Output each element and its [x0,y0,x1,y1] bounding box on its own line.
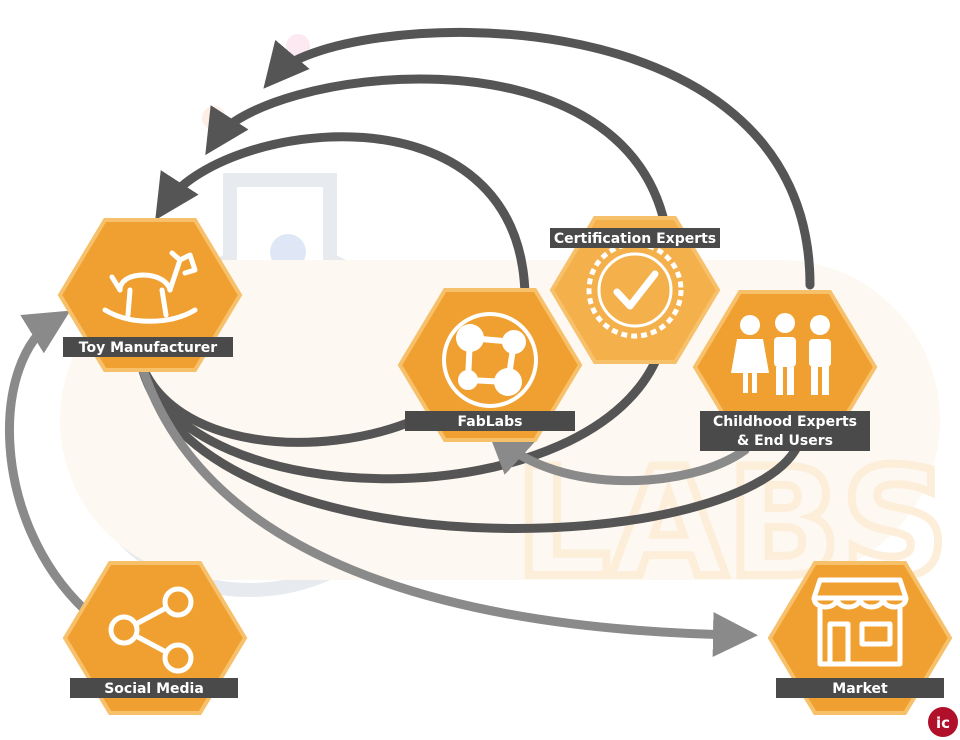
node-label-line2: & End Users [737,433,833,449]
hexagon [549,216,721,364]
hexagon [62,561,248,715]
arrow-childhood-to-toy-outer [263,27,815,290]
label-box [63,337,233,357]
label-box [405,411,575,431]
node-toy-manufacturer[interactable]: Toy Manufacturer [57,218,243,372]
arrow-toy-to-childhood [135,355,805,533]
node-social-media[interactable]: Social Media [62,561,248,715]
label-box [70,678,238,698]
arrow-certification-to-toy [205,74,670,230]
node-certification-experts[interactable]: Certification Experts [549,216,721,364]
hexagon [57,218,243,372]
certified-badge-icon [586,241,684,339]
bubble-watermark-icon [270,234,306,270]
storefront-icon [811,577,909,667]
brand-logo-text: ic [936,714,950,732]
label-box [700,411,870,451]
node-market[interactable]: Market [767,561,953,715]
arrows [4,27,815,658]
brand-logo: ic [928,707,958,737]
node-label: Market [832,681,888,697]
children-group-icon [731,313,831,395]
fablab-logo-icon [442,312,538,408]
hexagon [397,288,583,442]
node-fablabs[interactable]: FabLabs [397,288,583,442]
arrow-toy-to-market [135,355,758,658]
node-childhood-experts[interactable]: Childhood Experts & End Users [692,290,878,451]
node-label: Toy Manufacturer [79,340,218,356]
label-box [776,678,944,698]
node-label: FabLabs [458,414,523,430]
label-box [550,228,720,248]
node-label-line1: Childhood Experts [713,414,857,430]
node-label: Certification Experts [554,231,716,247]
rocking-horse-icon [102,250,198,324]
share-icon [108,586,194,674]
arrow-toy-to-certification [135,345,665,484]
node-label: Social Media [104,681,204,697]
arrow-fablabs-to-toy [155,132,530,300]
arrow-social-to-toy [4,310,90,615]
arrow-childhood-to-fablabs [486,427,750,486]
